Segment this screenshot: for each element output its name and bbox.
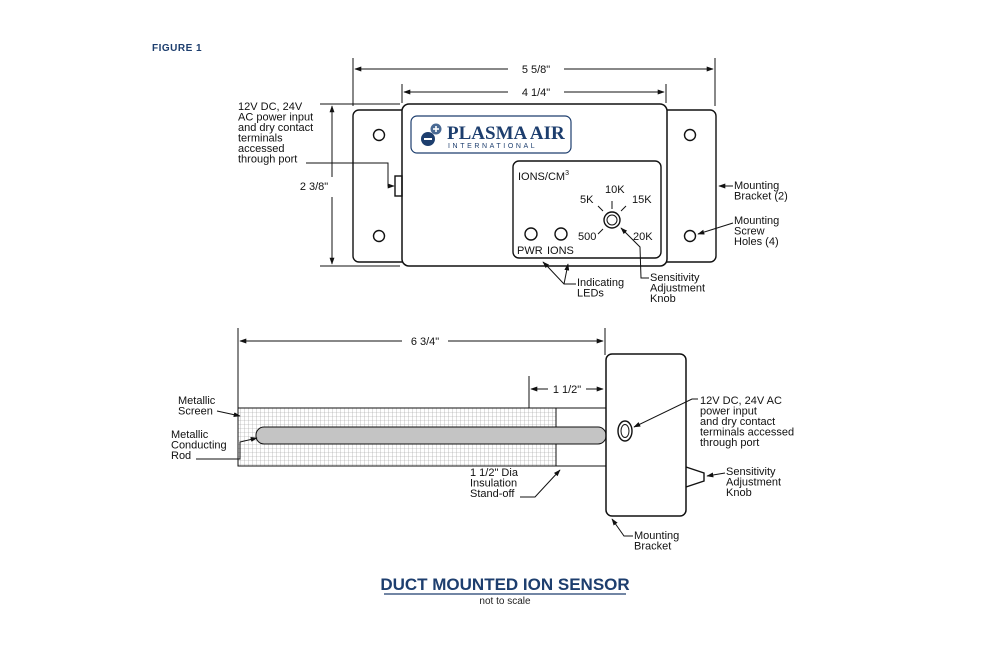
- control-panel: [512, 160, 662, 259]
- mounting-bracket-label: Mounting Bracket (2): [734, 180, 788, 203]
- sensor-housing-side: [605, 353, 687, 517]
- dim-probe-length: 6 3/4": [411, 336, 439, 348]
- dim-height: 2 3/8": [300, 181, 328, 193]
- leader-sensitivity-knob-side: [706, 472, 726, 478]
- power-note-side: 12V DC, 24V AC power input and dry conta…: [700, 395, 797, 449]
- scale-label-20k: 20K: [633, 231, 653, 243]
- power-port-side-outer: [617, 420, 633, 442]
- scale-label-15k: 15K: [632, 194, 652, 206]
- diagram-subtitle: not to scale: [479, 596, 531, 607]
- insulation-label: 1 1/2" Dia Insulation Stand-off: [470, 467, 521, 500]
- leader-mounting-bracket-side: [611, 518, 633, 537]
- figure-label: FIGURE 1: [152, 43, 202, 54]
- mounting-bracket-label-side: Mounting Bracket: [634, 530, 682, 553]
- logo-plus-bar-v: [435, 126, 437, 132]
- top-view: 5 5/8" 4 1/4" PLASMA AIR INTERNATIONAL: [238, 58, 788, 305]
- logo-tagline: INTERNATIONAL: [448, 143, 537, 150]
- diagram-title: DUCT MOUNTED ION SENSOR: [380, 575, 629, 594]
- scale-tick-500: [597, 228, 604, 235]
- ions-led: [554, 227, 568, 241]
- power-note-top: 12V DC, 24V AC power input and dry conta…: [238, 101, 316, 166]
- scale-tick-5k: [597, 205, 604, 212]
- conducting-rod: [255, 426, 607, 445]
- indicating-leds-label: Indicating LEDs: [577, 277, 627, 300]
- sensitivity-knob-label-top: Sensitivity Adjustment Knob: [650, 272, 708, 305]
- ions-led-label: IONS: [547, 245, 574, 257]
- screw-hole-bottom-right: [683, 229, 697, 243]
- leader-mounting-holes: [697, 222, 734, 235]
- mounting-bracket-left: [352, 109, 410, 263]
- sensitivity-knob-inner: [606, 214, 618, 226]
- logo-frame: [410, 115, 572, 154]
- sensitivity-knob-label-side: Sensitivity Adjustment Knob: [726, 466, 784, 499]
- sensitivity-knob-side: [685, 466, 705, 488]
- conducting-rod-label: Metallic Conducting Rod: [171, 429, 230, 462]
- scale-label-10k: 10K: [605, 184, 625, 196]
- dim-body-width: 4 1/4": [522, 87, 550, 99]
- leader-power-port-top: [306, 162, 395, 189]
- power-port: [394, 175, 403, 197]
- scale-label-500: 500: [578, 231, 596, 243]
- logo-name: PLASMA AIR: [447, 123, 565, 144]
- screw-hole-top-right: [683, 128, 697, 142]
- metallic-screen-label: Metallic Screen: [178, 395, 218, 418]
- dim-standoff: 1 1/2": [553, 384, 581, 396]
- plasma-air-logo: PLASMA AIR INTERNATIONAL: [410, 115, 572, 154]
- logo-minus-bar: [424, 138, 432, 140]
- side-view: 6 3/4" 1 1/2" Metallic Screen Metallic C…: [171, 328, 797, 553]
- leader-power-port-side: [633, 398, 698, 428]
- mounting-holes-label: Mounting Screw Holes (4): [734, 215, 782, 248]
- scale-tick-15k: [620, 205, 627, 212]
- pwr-led-label: PWR: [517, 245, 543, 257]
- sensitivity-knob[interactable]: [603, 211, 621, 229]
- leader-conducting-rod: [196, 437, 258, 460]
- leader-indicating-leds-1: [542, 261, 576, 285]
- leader-sensitivity-knob-top: [620, 227, 649, 279]
- scale-label-5k: 5K: [580, 194, 594, 206]
- power-port-side-inner: [620, 424, 630, 438]
- mounting-bracket-right: [659, 109, 717, 263]
- pwr-led: [524, 227, 538, 241]
- dim-overall-width: 5 5/8": [522, 64, 550, 76]
- screw-hole-bottom-left: [372, 229, 386, 243]
- ions-unit-label: IONS/CM3: [518, 170, 569, 183]
- screw-hole-top-left: [372, 128, 386, 142]
- leader-indicating-leds-2: [563, 263, 570, 285]
- leader-insulation: [520, 469, 561, 498]
- leader-metallic-screen: [216, 410, 241, 418]
